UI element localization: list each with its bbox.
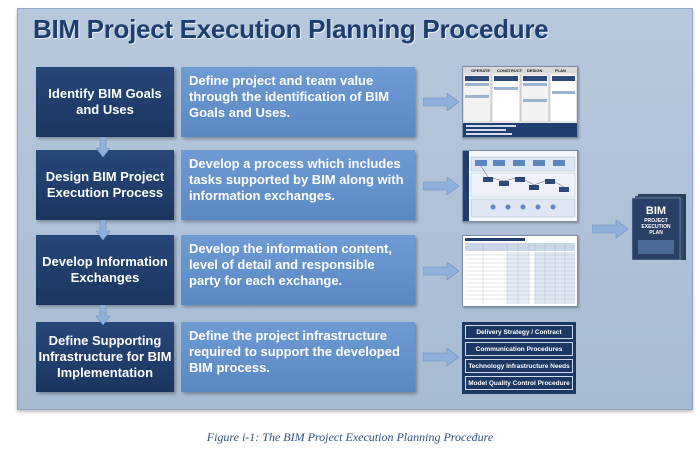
book-subtitle: PROJECT (644, 218, 668, 224)
process-map-thumbnail (462, 150, 578, 222)
step-identify-goals: Identify BIM Goals and Uses (36, 67, 174, 137)
book-subtitle: PLAN (649, 230, 663, 236)
right-arrow-icon (423, 93, 459, 111)
step-description: Define project and team value through th… (181, 67, 415, 137)
down-arrow-icon (96, 137, 110, 157)
step-label: Design BIM Project Execution Process (45, 169, 165, 200)
book-title: BIM (646, 205, 666, 217)
infrastructure-item: Delivery Strategy / Contract (465, 325, 573, 339)
matrix-header: OPERATE (471, 68, 490, 73)
exchange-worksheet-thumbnail (462, 235, 578, 307)
figure-caption: Figure i-1: The BIM Project Execution Pl… (206, 430, 494, 444)
right-arrow-icon (592, 220, 628, 238)
matrix-header: DESIGN (527, 68, 542, 73)
matrix-header: PLAN (555, 68, 566, 73)
infrastructure-item: Communication Procedures (465, 342, 573, 356)
right-arrow-icon (423, 348, 459, 366)
step-description: Define the project infrastructure requir… (181, 322, 415, 392)
infrastructure-list: Delivery Strategy / Contract Communicati… (462, 322, 576, 394)
matrix-header: CONSTRUCT (497, 68, 523, 73)
step-label: Identify BIM Goals and Uses (48, 86, 162, 117)
step-description: Develop a process which includes tasks s… (181, 150, 415, 220)
infrastructure-item: Technology Infrastructure Needs (465, 359, 573, 373)
infrastructure-item: Model Quality Control Procedure (465, 376, 573, 390)
step-label: Define Supporting Infrastructure for BIM… (38, 333, 172, 380)
step-label: Develop Information Exchanges (42, 254, 168, 285)
bim-plan-book-icon: BIM PROJECT EXECUTION PLAN (631, 194, 686, 261)
book-subtitle: EXECUTION (641, 224, 671, 230)
diagram-title: BIM Project Execution Planning Procedure (33, 14, 549, 44)
right-arrow-icon (423, 177, 459, 195)
step-design-process: Design BIM Project Execution Process (36, 150, 174, 220)
step-define-infrastructure: Define Supporting Infrastructure for BIM… (36, 322, 174, 392)
step-develop-exchanges: Develop Information Exchanges (36, 235, 174, 305)
right-arrow-icon (423, 262, 459, 280)
down-arrow-icon (96, 305, 110, 325)
down-arrow-icon (96, 220, 110, 240)
step-description: Develop the information content, level o… (181, 235, 415, 305)
bim-uses-matrix-thumbnail: OPERATE CONSTRUCT DESIGN PLAN (462, 66, 578, 138)
